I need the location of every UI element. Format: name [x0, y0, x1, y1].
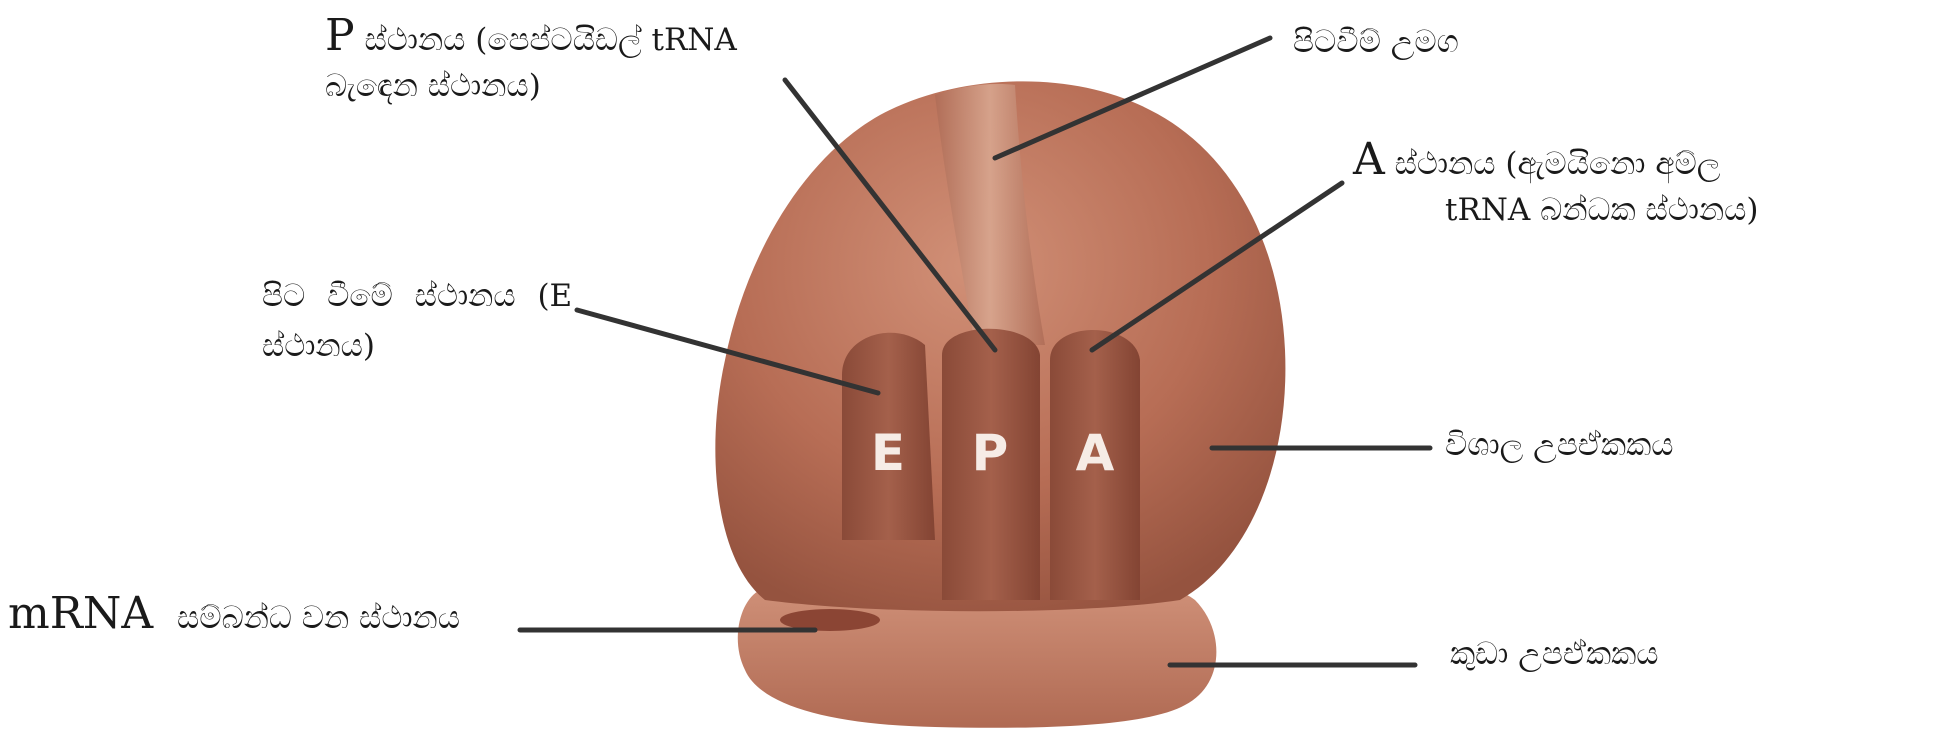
small-subunit-label: කුඩා උපඒකකය — [1450, 630, 1659, 678]
p-site-label-line1: P ස්ථානය (පෙප්ටයිඩල් tRNA — [325, 12, 737, 64]
a-site-label-prefix: A — [1353, 134, 1385, 185]
mrna-label-text: සම්බන්ධ වන ස්ථානය — [177, 600, 460, 636]
p-site-label-prefix: P — [325, 10, 355, 61]
a-site-label-text: ස්ථානය (ඇමයිනො අම්ල — [1395, 146, 1721, 182]
e-site-letter: E — [871, 424, 905, 482]
a-site-label-line1: A ස්ථානය (ඇමයිනො අම්ල — [1353, 136, 1720, 188]
mrna-site-label: mRNA සම්බන්ධ වන ස්ථානය — [8, 590, 460, 642]
p-site-letter: P — [972, 424, 1009, 482]
p-site-label-text: ස්ථානය (පෙප්ටයිඩල් tRNA — [364, 22, 736, 58]
a-site-label-line2: tRNA බන්ධක ස්ථානය) — [1445, 186, 1759, 234]
e-site-label-line1: පිට වීමේ ස්ථානය (E — [262, 272, 572, 320]
mrna-label-prefix: mRNA — [8, 588, 153, 639]
a-site-letter: A — [1076, 424, 1115, 482]
p-site-label-line2: බැඳෙන ස්ථානය) — [325, 62, 541, 110]
large-subunit-label: විශාල උපඒකකය — [1445, 421, 1674, 469]
exit-tunnel-label: පිටවීම් උමග — [1293, 18, 1459, 66]
e-site-label-line2: ස්ථානය) — [262, 322, 375, 370]
